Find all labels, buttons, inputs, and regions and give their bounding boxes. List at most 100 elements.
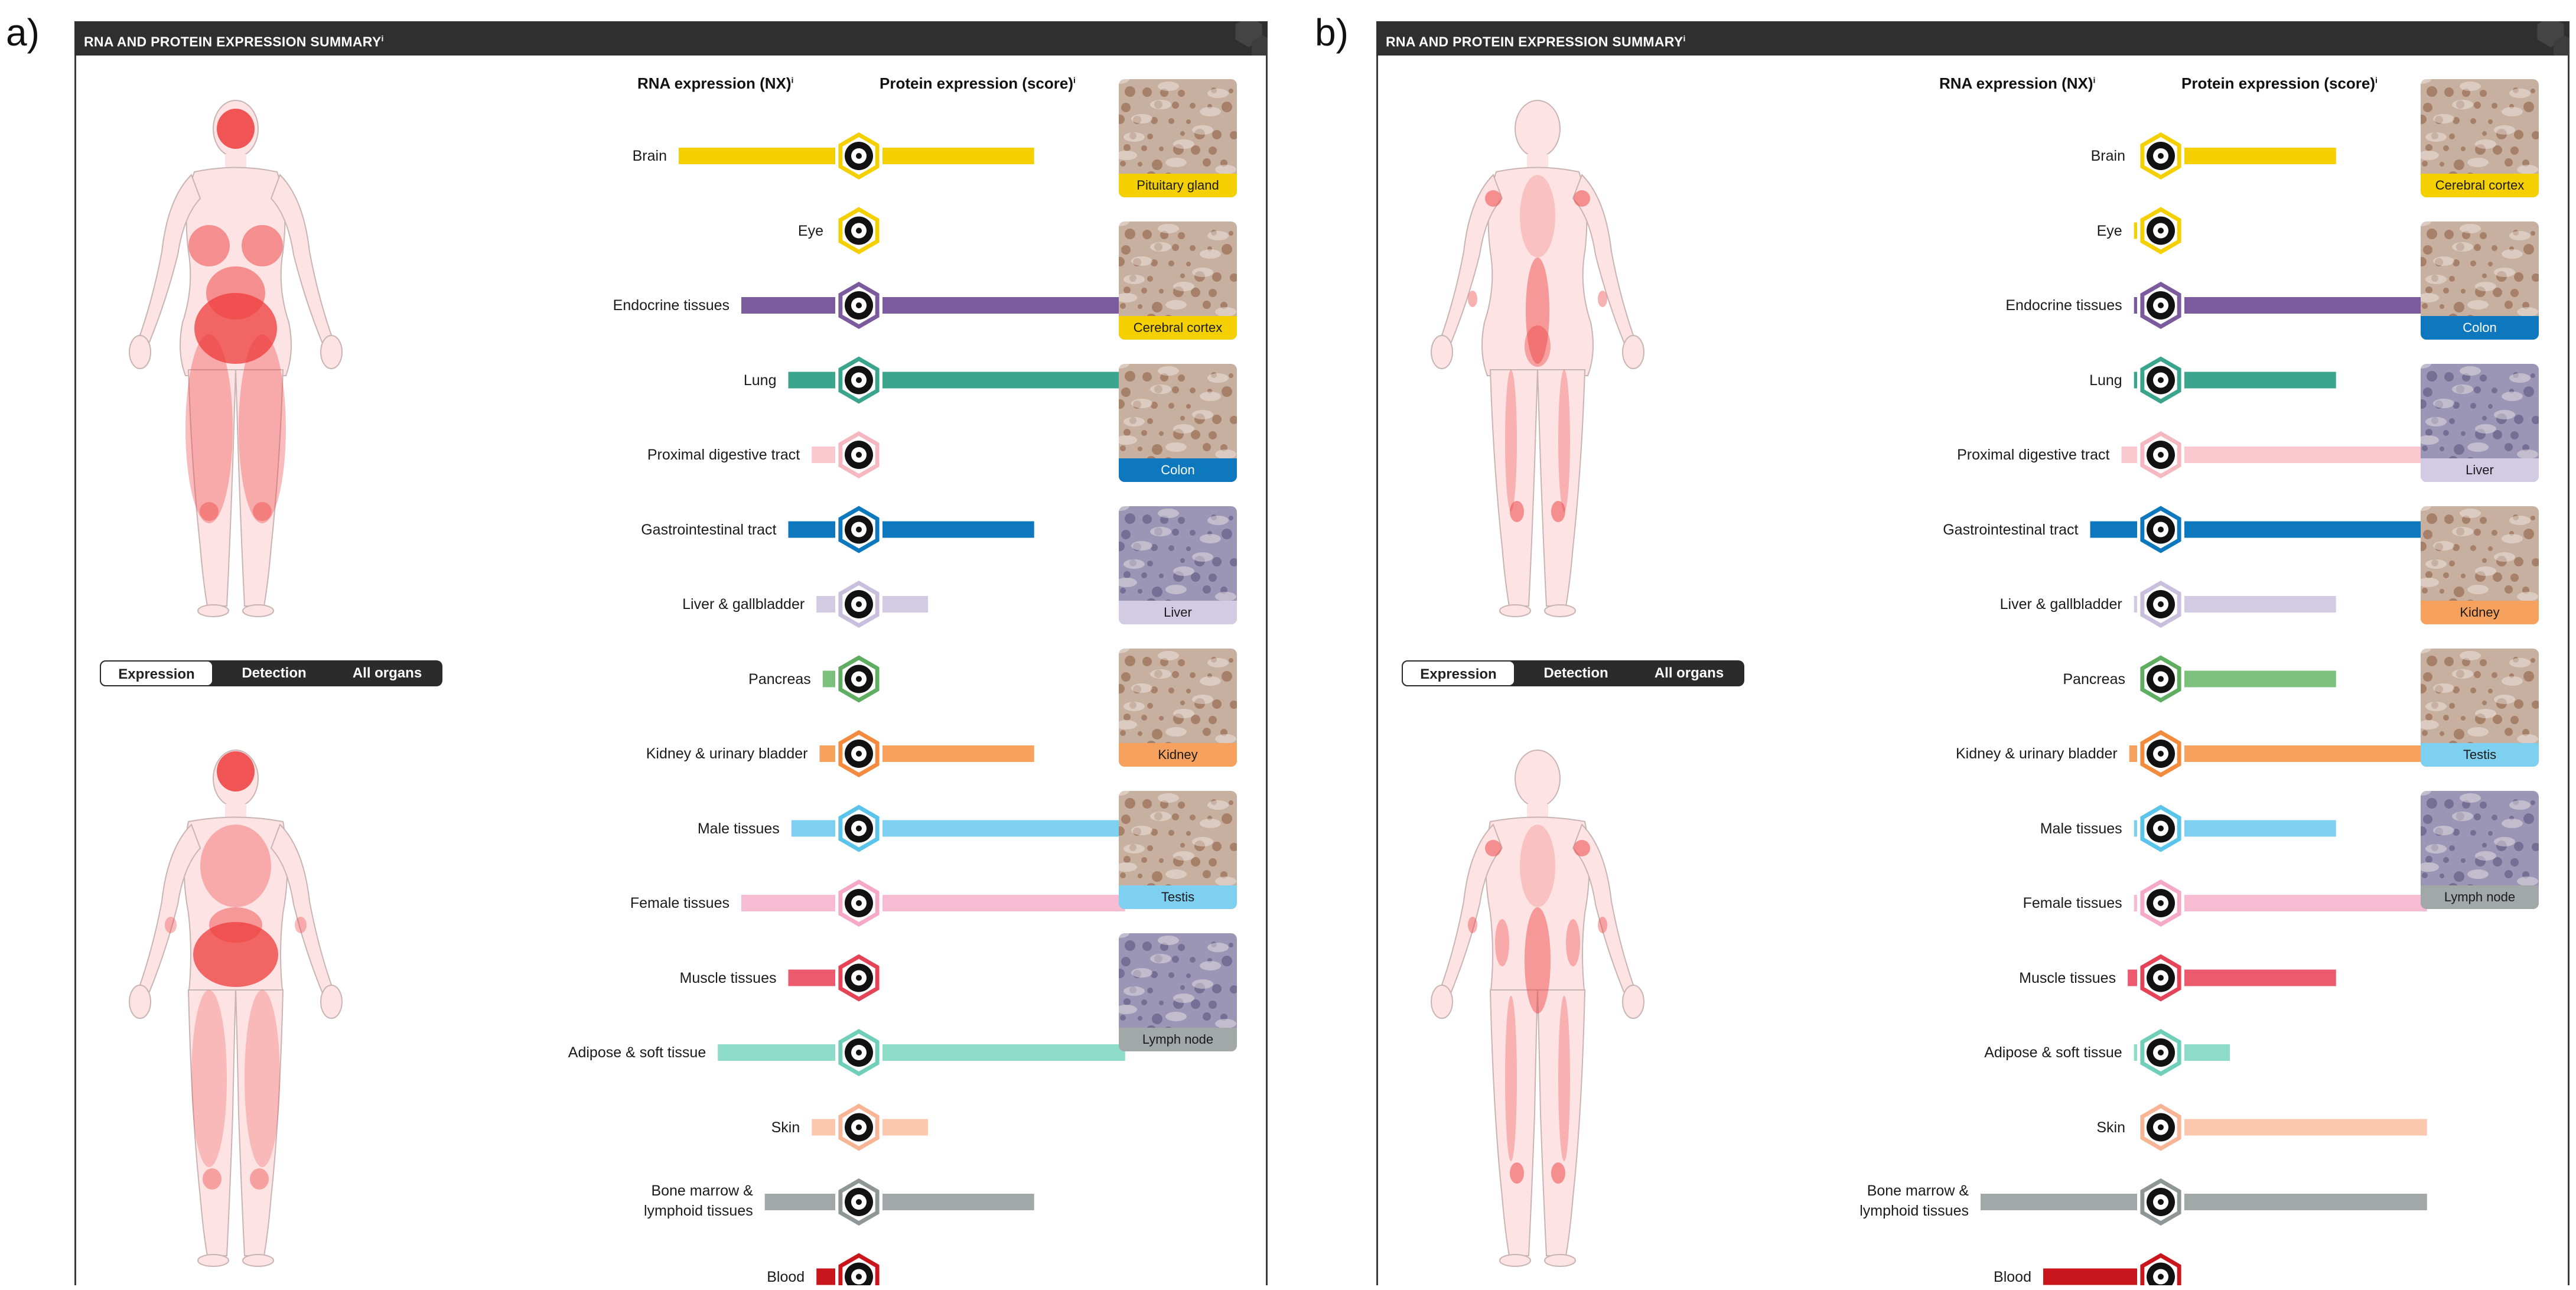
rna-bar[interactable] <box>2134 297 2137 314</box>
protein-bar[interactable] <box>882 895 1125 911</box>
rna-bar[interactable] <box>2134 1044 2137 1061</box>
fat-cell-icon[interactable] <box>838 1029 880 1076</box>
protein-bar[interactable] <box>882 148 1034 164</box>
tissue-label[interactable]: Bone marrow & lymphoid tissues <box>643 1182 753 1219</box>
tissue-label[interactable]: Kidney & urinary bladder <box>1955 745 2118 762</box>
rna-bar[interactable] <box>812 1119 835 1136</box>
tissue-label[interactable]: Male tissues <box>2040 820 2122 837</box>
protein-bar[interactable] <box>2184 670 2336 688</box>
bone-marrow-icon[interactable] <box>838 1178 880 1226</box>
tissue-label[interactable]: Female tissues <box>2023 895 2122 911</box>
tissue-label[interactable]: Blood <box>767 1268 805 1285</box>
tissue-label[interactable]: Endocrine tissues <box>2005 297 2122 314</box>
fat-cell-icon[interactable] <box>2140 1029 2181 1076</box>
tissue-label[interactable]: Lung <box>743 372 777 389</box>
head-icon[interactable] <box>838 431 880 478</box>
protein-bar[interactable] <box>2184 895 2427 911</box>
protein-bar[interactable] <box>882 297 1125 314</box>
pancreas-icon[interactable] <box>838 655 880 703</box>
kidney-icon[interactable] <box>2140 730 2181 777</box>
protein-bar[interactable] <box>2184 1044 2230 1061</box>
liver-icon[interactable] <box>838 581 880 628</box>
protein-bar[interactable] <box>2184 1194 2427 1210</box>
tissue-image[interactable]: Liver <box>2421 364 2539 482</box>
rna-bar[interactable] <box>788 372 836 389</box>
rna-bar[interactable] <box>816 1268 835 1285</box>
protein-bar[interactable] <box>882 1194 1034 1210</box>
toggle-all-organs[interactable]: All organs <box>1654 665 1724 681</box>
skin-icon[interactable] <box>2140 1103 2181 1151</box>
protein-bar[interactable] <box>882 1044 1125 1061</box>
uterus-icon[interactable] <box>2140 879 2181 927</box>
heart-icon[interactable] <box>838 954 880 1002</box>
tissue-label[interactable]: Kidney & urinary bladder <box>646 745 808 762</box>
info-marker[interactable]: i <box>381 34 384 43</box>
female-body-figure[interactable] <box>129 100 343 617</box>
tissue-image[interactable]: Testis <box>1119 791 1237 909</box>
tissue-label[interactable]: Lung <box>2089 372 2122 389</box>
tissue-image[interactable]: Testis <box>2421 649 2539 767</box>
male-body-figure[interactable] <box>129 750 343 1267</box>
stomach-icon[interactable] <box>2140 506 2181 553</box>
rna-bar[interactable] <box>2129 745 2137 762</box>
tissue-label[interactable]: Eye <box>2096 222 2122 239</box>
tissue-label[interactable]: Skin <box>2096 1119 2125 1136</box>
rna-bar[interactable] <box>2134 222 2137 239</box>
testis-icon[interactable] <box>838 804 880 852</box>
tissue-image[interactable]: Kidney <box>2421 506 2539 624</box>
liver-icon[interactable] <box>2140 581 2181 628</box>
tissue-image[interactable]: Colon <box>1119 364 1237 482</box>
tissue-label[interactable]: Male tissues <box>697 820 780 837</box>
tissue-label[interactable]: Skin <box>771 1119 800 1136</box>
protein-bar[interactable] <box>2184 521 2427 538</box>
toggle-detection[interactable]: Detection <box>1543 665 1608 681</box>
kidney-icon[interactable] <box>838 730 880 777</box>
rna-bar[interactable] <box>2134 820 2137 837</box>
rna-bar[interactable] <box>1981 1194 2137 1210</box>
protein-bar[interactable] <box>882 372 1125 389</box>
toggle-all-organs[interactable]: All organs <box>352 665 422 681</box>
lung-icon[interactable] <box>838 356 880 404</box>
uterus-icon[interactable] <box>838 879 880 927</box>
info-marker[interactable]: i <box>2093 75 2096 85</box>
thyroid-icon[interactable] <box>2140 282 2181 329</box>
eye-icon[interactable] <box>2140 207 2181 255</box>
tissue-label[interactable]: Liver & gallbladder <box>1999 596 2122 613</box>
lung-icon[interactable] <box>2140 356 2181 404</box>
tissue-label[interactable]: Endocrine tissues <box>613 297 730 314</box>
tissue-label[interactable]: Muscle tissues <box>2019 969 2116 986</box>
rna-bar[interactable] <box>764 1194 835 1210</box>
rna-bar[interactable] <box>816 596 835 613</box>
rna-bar[interactable] <box>2090 521 2138 538</box>
eye-icon[interactable] <box>838 207 880 255</box>
tissue-image[interactable]: Lymph node <box>1119 933 1237 1051</box>
protein-bar[interactable] <box>882 1119 929 1136</box>
info-marker[interactable]: i <box>1683 34 1686 43</box>
protein-bar[interactable] <box>882 820 1125 837</box>
protein-bar[interactable] <box>2184 1119 2427 1136</box>
tissue-image[interactable]: Cerebral cortex <box>1119 221 1237 340</box>
rna-bar[interactable] <box>2121 447 2138 463</box>
tissue-label[interactable]: Adipose & soft tissue <box>568 1044 706 1061</box>
tissue-label[interactable]: Pancreas <box>2063 670 2125 688</box>
rna-bar[interactable] <box>2128 969 2137 986</box>
tissue-label[interactable]: Gastrointestinal tract <box>641 521 777 538</box>
tissue-label[interactable]: Proximal digestive tract <box>647 447 800 463</box>
protein-bar[interactable] <box>2184 820 2336 837</box>
rna-bar[interactable] <box>812 447 835 463</box>
heart-icon[interactable] <box>2140 954 2181 1002</box>
protein-bar[interactable] <box>2184 969 2336 986</box>
rna-bar[interactable] <box>718 1044 835 1061</box>
protein-bar[interactable] <box>2184 148 2336 164</box>
tissue-label[interactable]: Adipose & soft tissue <box>1984 1044 2122 1061</box>
bone-marrow-icon[interactable] <box>2140 1178 2181 1226</box>
female-body-figure[interactable] <box>1431 100 1644 617</box>
rna-bar[interactable] <box>822 670 835 688</box>
tissue-label[interactable]: Pancreas <box>748 670 811 688</box>
rna-bar[interactable] <box>679 148 835 164</box>
info-marker[interactable]: i <box>2375 75 2378 85</box>
tissue-label[interactable]: Gastrointestinal tract <box>1943 521 2079 538</box>
tissue-label[interactable]: Proximal digestive tract <box>1957 447 2110 463</box>
tissue-label[interactable]: Brain <box>2090 148 2125 164</box>
male-body-figure[interactable] <box>1431 750 1644 1267</box>
